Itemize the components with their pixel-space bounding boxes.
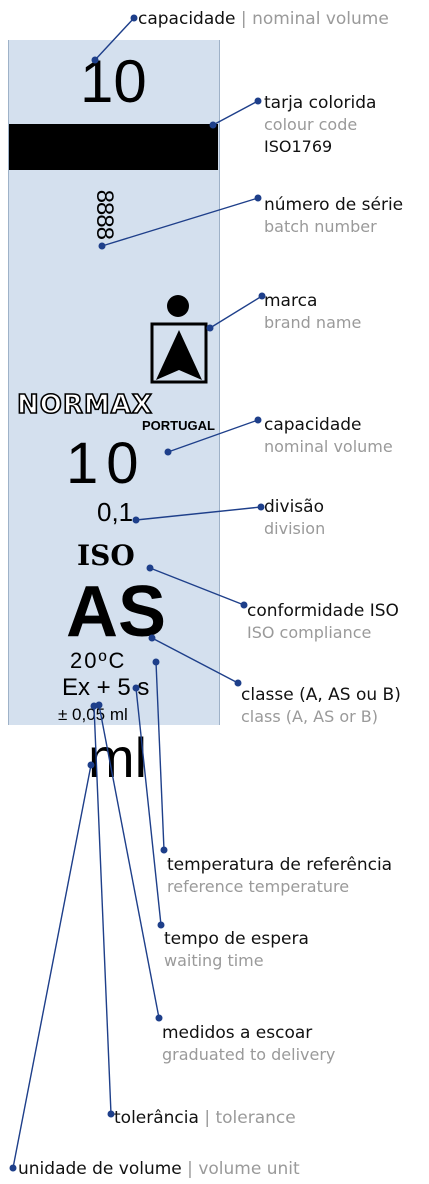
iso-mark: ISO	[77, 539, 135, 572]
label-top-capacity: capacidade | nominal volume	[138, 9, 389, 29]
label-iso-compliance: conformidade ISO ISO compliance	[247, 601, 399, 642]
tolerance-value: ± 0,05 ml	[58, 705, 128, 724]
brand-logo-icon	[150, 295, 208, 384]
label-tolerance: tolerância | tolerance	[114, 1108, 296, 1128]
top-capacity-value: 10	[80, 48, 147, 115]
label-waiting-time: tempo de espera waiting time	[164, 929, 309, 970]
division-value: 0,1	[97, 497, 134, 527]
label-class: classe (A, AS ou B) class (A, AS or B)	[241, 685, 401, 726]
label-volume-unit: unidade de volume | volume unit	[18, 1159, 300, 1179]
label-colour-code: tarja colorida colour code ISO1769	[264, 93, 377, 156]
brand-sub: PORTUGAL	[142, 418, 215, 433]
temperature-value: 20ºC	[70, 648, 127, 673]
brand-wordmark: NORMAX	[16, 389, 153, 421]
unit-value: ml	[88, 726, 148, 789]
label-batch-number: número de série batch number	[264, 195, 404, 236]
capacity-value: 10	[66, 431, 147, 496]
label-capacity: capacidade nominal volume	[264, 415, 393, 456]
label-graduated-delivery: medidos a escoar graduated to delivery	[162, 1023, 336, 1064]
label-division: divisão division	[264, 497, 326, 538]
colour-code-stripe	[9, 124, 218, 170]
label-reference-temperature: temperatura de referência reference temp…	[167, 855, 393, 896]
label-brand: marca brand name	[264, 291, 362, 332]
